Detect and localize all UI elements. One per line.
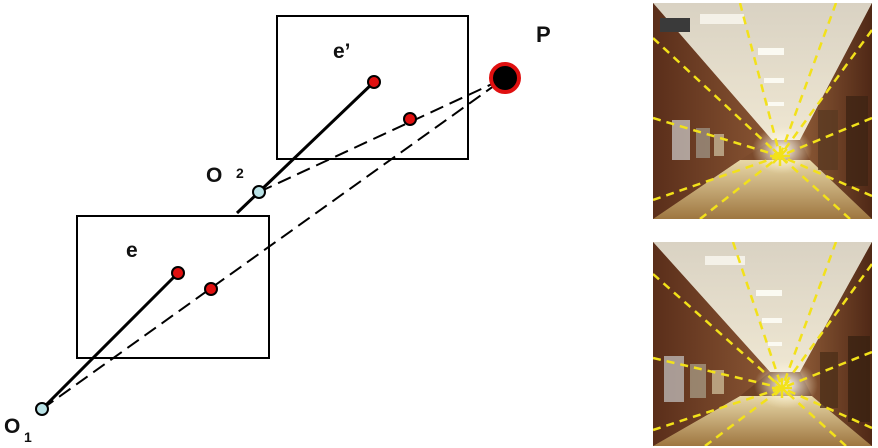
label-origin-1: O [4,415,20,438]
label-origin-2-subscript: 2 [236,165,244,181]
image-plane-1 [76,215,270,359]
projection-p-left [204,282,218,296]
projection-p-right [403,112,417,126]
camera-center-1 [35,402,49,416]
epipole-left-point [171,266,185,280]
baseline-lower [40,271,180,411]
ray-o1-to-p [41,77,506,410]
corridor-photo-top [653,3,872,219]
world-point-p [489,62,521,94]
corridor-photo-bottom [653,242,872,446]
label-origin-2: O [206,164,222,187]
camera-center-2 [252,185,266,199]
label-epipole-left: e [126,239,138,262]
label-point-p: P [536,22,551,47]
label-origin-1-subscript: 1 [24,429,32,445]
star-burst-icon [772,378,792,398]
ray-o2-to-p [258,77,506,193]
epipole-right-point [367,75,381,89]
star-burst-icon [770,146,790,166]
label-epipole-right: e’ [333,40,351,63]
image-plane-2 [276,15,469,160]
